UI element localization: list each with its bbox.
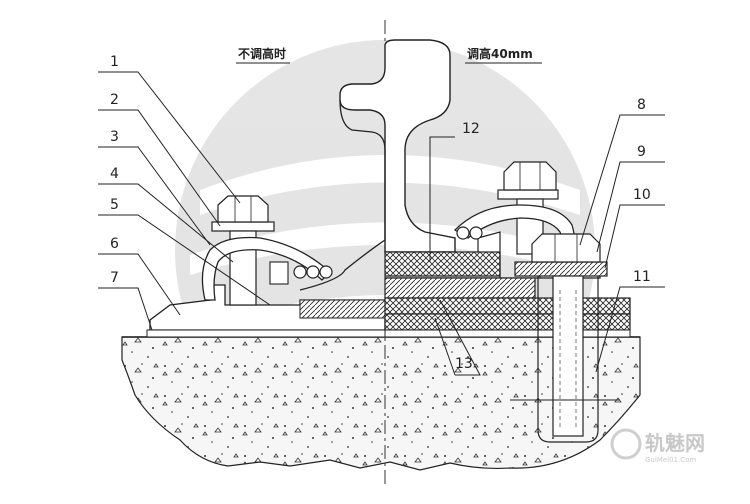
leader-lines (98, 71, 665, 376)
left-rubber-pad (299, 299, 386, 319)
label-11: 11 (633, 269, 651, 285)
left-nut (217, 195, 269, 223)
label-8: 8 (637, 97, 646, 113)
left-elastic-clip (201, 236, 331, 301)
right-anchor-washer (514, 261, 608, 277)
left-caption: 不调高时 (238, 46, 286, 61)
right-shim-1 (384, 297, 631, 315)
label-10: 10 (633, 187, 651, 203)
right-anchor-bolt (552, 275, 584, 437)
label-6: 6 (110, 236, 119, 252)
label-7: 7 (110, 270, 119, 286)
label-4: 4 (110, 166, 119, 182)
label-3: 3 (110, 129, 119, 145)
right-pad-thin (384, 329, 631, 338)
label-9: 9 (637, 144, 646, 160)
right-base-plate (384, 277, 536, 299)
watermark-domain: GuiMei01.Com (645, 456, 696, 464)
right-caption: 调高40mm (467, 46, 533, 61)
label-13: 13 (455, 356, 473, 372)
concrete-sleeper (121, 336, 641, 471)
label-1: 1 (110, 54, 119, 70)
right-clip-nut (503, 161, 557, 191)
rail-profile (339, 39, 456, 253)
watermark-brand: 轨魅网 (645, 431, 705, 455)
right-top-pad (384, 251, 501, 277)
watermark-badge: 轨魅网 GuiMei01.Com (610, 428, 705, 464)
label-12: 12 (462, 121, 480, 137)
right-clip-washer (497, 189, 559, 200)
label-2: 2 (110, 92, 119, 108)
right-anchor-sleeve (537, 276, 599, 443)
left-washer (211, 221, 275, 232)
right-anchor-nut (531, 233, 601, 263)
left-pad-thin (146, 329, 386, 338)
right-shim-2 (384, 313, 631, 331)
label-5: 5 (110, 197, 119, 213)
